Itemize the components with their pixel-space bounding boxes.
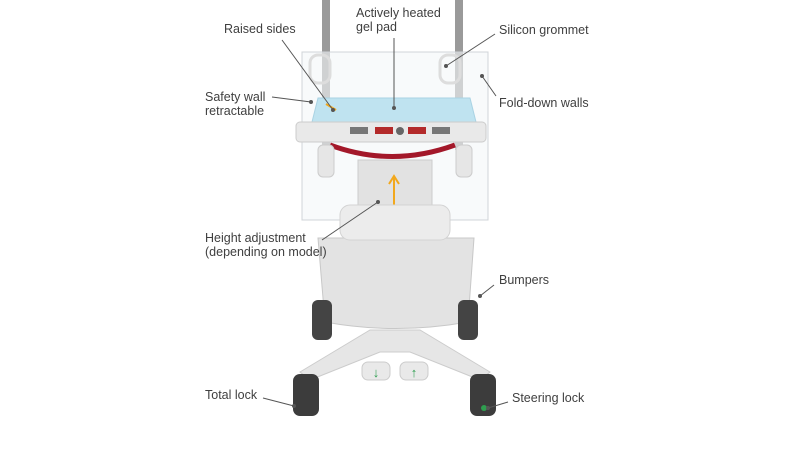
label-raised-sides: Raised sides (224, 22, 296, 36)
handle (329, 142, 456, 159)
storage-base (317, 237, 475, 329)
leader-lines (262, 33, 509, 410)
label-gel-pad-line1: Actively heated (356, 6, 441, 20)
unlock-pedal (361, 361, 391, 381)
label-total-lock: Total lock (205, 388, 258, 402)
lock-pedal (399, 361, 429, 381)
caster-right (470, 374, 496, 416)
label-height-adjustment-line1: Height adjustment (205, 231, 306, 245)
caster-left (293, 374, 319, 416)
label-safety-wall-line2: retractable (205, 104, 265, 118)
label-gel-pad-line2: gel pad (356, 20, 398, 34)
label-bumpers: Bumpers (499, 273, 550, 287)
label-fold-down-walls: Fold-down walls (499, 96, 589, 110)
arrow-up-icon: ↑ (411, 365, 418, 380)
label-height-adjustment-line2: (depending on model) (205, 245, 327, 259)
label-steering-lock: Steering lock (512, 391, 585, 405)
arrow-down-icon: ↓ (373, 365, 380, 380)
label-silicon-grommet: Silicon grommet (499, 23, 589, 37)
label-safety-wall-line1: Safety wall (205, 90, 266, 104)
